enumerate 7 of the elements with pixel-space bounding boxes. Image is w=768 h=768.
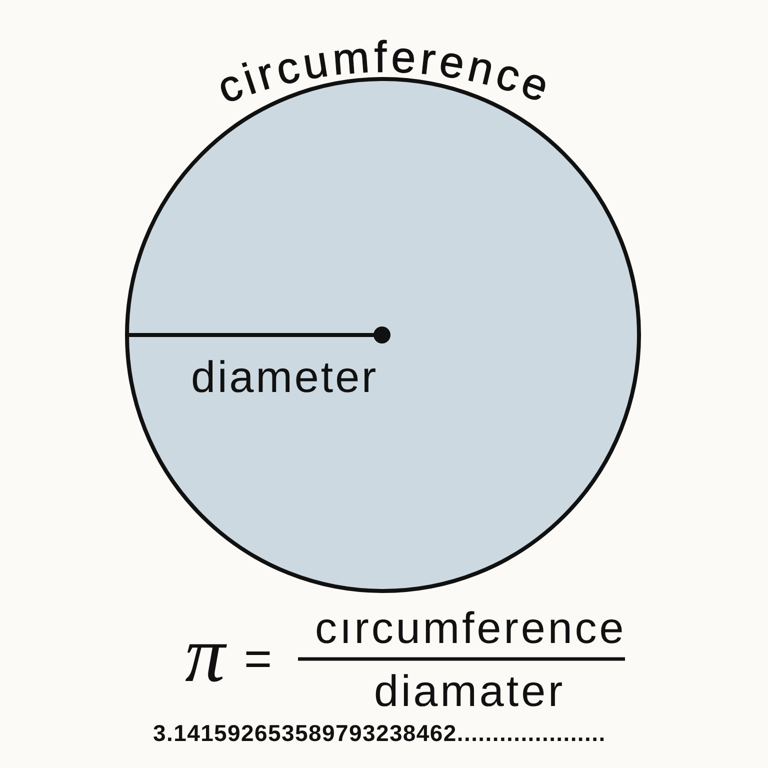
curved-heading: circumference — [211, 32, 559, 114]
numerator-text: cırcumference — [315, 607, 626, 651]
denominator-text: diamater — [374, 670, 566, 714]
equals-sign: = — [244, 636, 272, 684]
diameter-label: diameter — [191, 356, 378, 400]
pi-digits-text: 3.141592653589793238462..................... — [153, 722, 606, 745]
pi-symbol: π — [185, 615, 226, 695]
